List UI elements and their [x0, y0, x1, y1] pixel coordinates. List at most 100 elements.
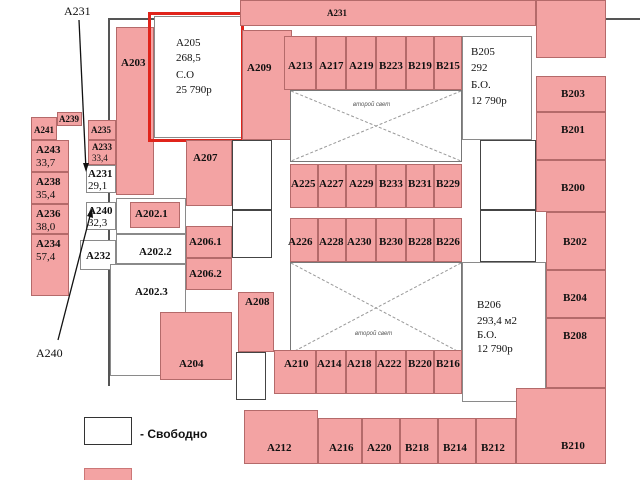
room-b204[interactable]: B204	[546, 270, 606, 318]
room-b228[interactable]: B228	[406, 218, 434, 262]
room-area: 33,4	[92, 153, 108, 163]
room-label: A203	[121, 57, 146, 69]
callout-a240: A240	[36, 346, 63, 360]
room-b231[interactable]: B231	[406, 164, 434, 208]
room-b215[interactable]: B215	[434, 36, 462, 90]
room-b229[interactable]: B229	[434, 164, 462, 208]
room-a216[interactable]: A216	[318, 418, 362, 464]
room-b219[interactable]: B219	[406, 36, 434, 90]
room-a229[interactable]: A229	[346, 164, 376, 208]
room-a207[interactable]: A207	[186, 140, 232, 206]
room-a217[interactable]: A217	[316, 36, 346, 90]
room-a222[interactable]: A222	[376, 350, 406, 394]
room-price: 12 790р	[471, 95, 507, 107]
room-a227[interactable]: A227	[318, 164, 346, 208]
room-a231[interactable]: A231 29,1	[86, 165, 116, 193]
room-a239[interactable]: A239	[57, 112, 82, 126]
room-label: B230	[379, 236, 403, 248]
room-label: A210	[284, 358, 309, 370]
room-label: A212	[267, 442, 292, 454]
room-a219[interactable]: A219	[346, 36, 376, 90]
room-b206[interactable]: B206 293,4 м2 Б.О. 12 790р	[462, 262, 546, 402]
room-label: A234	[36, 238, 61, 250]
room-label: A216	[329, 442, 354, 454]
room-label: B219	[408, 60, 432, 72]
room-a210[interactable]: A210	[274, 350, 316, 394]
room-b210[interactable]: B210	[516, 388, 606, 464]
room-b214[interactable]: B214	[438, 418, 476, 464]
room-area: 29,1	[88, 180, 108, 192]
room-label: A230	[347, 236, 372, 248]
room-label: A236	[36, 208, 61, 220]
room-b200[interactable]: B200	[536, 160, 606, 212]
room-area: 268,5	[176, 52, 201, 64]
room-label: A217	[319, 60, 344, 72]
room-label: B203	[561, 88, 585, 100]
room-label: A222	[377, 358, 402, 370]
room-b223[interactable]: B223	[376, 36, 406, 90]
room-label: A231	[88, 168, 113, 180]
room-a203[interactable]: A203	[116, 27, 154, 195]
room-a225[interactable]: A225	[290, 164, 318, 208]
room-a243[interactable]: A243 33,7	[31, 140, 69, 172]
room-a220[interactable]: A220	[362, 418, 400, 464]
room-label: B226	[436, 236, 460, 248]
room-a236[interactable]: A236 38,0	[31, 204, 69, 234]
stair-core-right-top	[480, 140, 536, 210]
room-a206-2[interactable]: A206.2	[186, 258, 232, 290]
room-a208[interactable]: A208	[238, 292, 274, 352]
room-a218[interactable]: A218	[346, 350, 376, 394]
room-a204[interactable]: A204	[160, 312, 232, 380]
room-a240[interactable]: A240 32,3	[86, 202, 116, 230]
atrium-cross-lines	[291, 263, 461, 353]
room-a235[interactable]: A235	[88, 120, 116, 140]
room-a212[interactable]: A212	[244, 410, 318, 464]
room-a213[interactable]: A213	[284, 36, 316, 90]
room-a241[interactable]: A241	[31, 117, 57, 140]
room-a206-1[interactable]: A206.1	[186, 226, 232, 258]
room-label: B223	[379, 60, 403, 72]
selected-highlight	[148, 12, 244, 142]
room-a230[interactable]: A230	[346, 218, 376, 262]
room-label: B216	[436, 358, 460, 370]
legend-free-swatch	[84, 417, 132, 445]
room-status: Б.О.	[471, 79, 491, 91]
room-label: A202.1	[135, 208, 168, 220]
room-label: B233	[379, 178, 403, 190]
room-label: A238	[36, 176, 61, 188]
room-a226[interactable]: A226	[288, 218, 318, 262]
room-a214[interactable]: A214	[316, 350, 346, 394]
room-b226[interactable]: B226	[434, 218, 462, 262]
room-b202[interactable]: B202	[546, 212, 606, 270]
room-a238[interactable]: A238 35,4	[31, 172, 69, 204]
room-b212[interactable]: B212	[476, 418, 516, 464]
room-a233[interactable]: A233 33,4	[88, 140, 116, 165]
room-label: A206.1	[189, 236, 222, 248]
room-label: A228	[319, 236, 344, 248]
room-a234[interactable]: A234 57,4	[31, 234, 69, 296]
room-a202-1[interactable]: A202.1	[130, 202, 180, 228]
room-label: A243	[36, 144, 61, 156]
room-area: 293,4 м2	[477, 315, 517, 327]
room-label: A207	[193, 152, 218, 164]
room-area: 57,4	[36, 251, 56, 263]
room-b230[interactable]: B230	[376, 218, 406, 262]
room-b203[interactable]: B203	[536, 76, 606, 112]
room-label: B212	[481, 442, 505, 454]
atrium-bottom: второй свет	[290, 262, 462, 354]
room-b216[interactable]: B216	[434, 350, 462, 394]
room-label: A225	[291, 178, 316, 190]
room-b201[interactable]: B201	[536, 112, 606, 160]
room-b208[interactable]: B208	[546, 318, 606, 388]
room-label: A214	[317, 358, 342, 370]
room-status: С.О	[176, 69, 195, 81]
room-a202-2[interactable]: A202.2	[116, 234, 186, 264]
room-b233[interactable]: B233	[376, 164, 406, 208]
atrium-top: второй свет	[290, 90, 462, 162]
room-label: A227	[319, 178, 344, 190]
room-b205[interactable]: B205 292 Б.О. 12 790р	[462, 36, 532, 140]
room-b218[interactable]: B218	[400, 418, 438, 464]
room-label: B206	[477, 299, 501, 311]
room-b220[interactable]: B220	[406, 350, 434, 394]
room-a228[interactable]: A228	[318, 218, 346, 262]
